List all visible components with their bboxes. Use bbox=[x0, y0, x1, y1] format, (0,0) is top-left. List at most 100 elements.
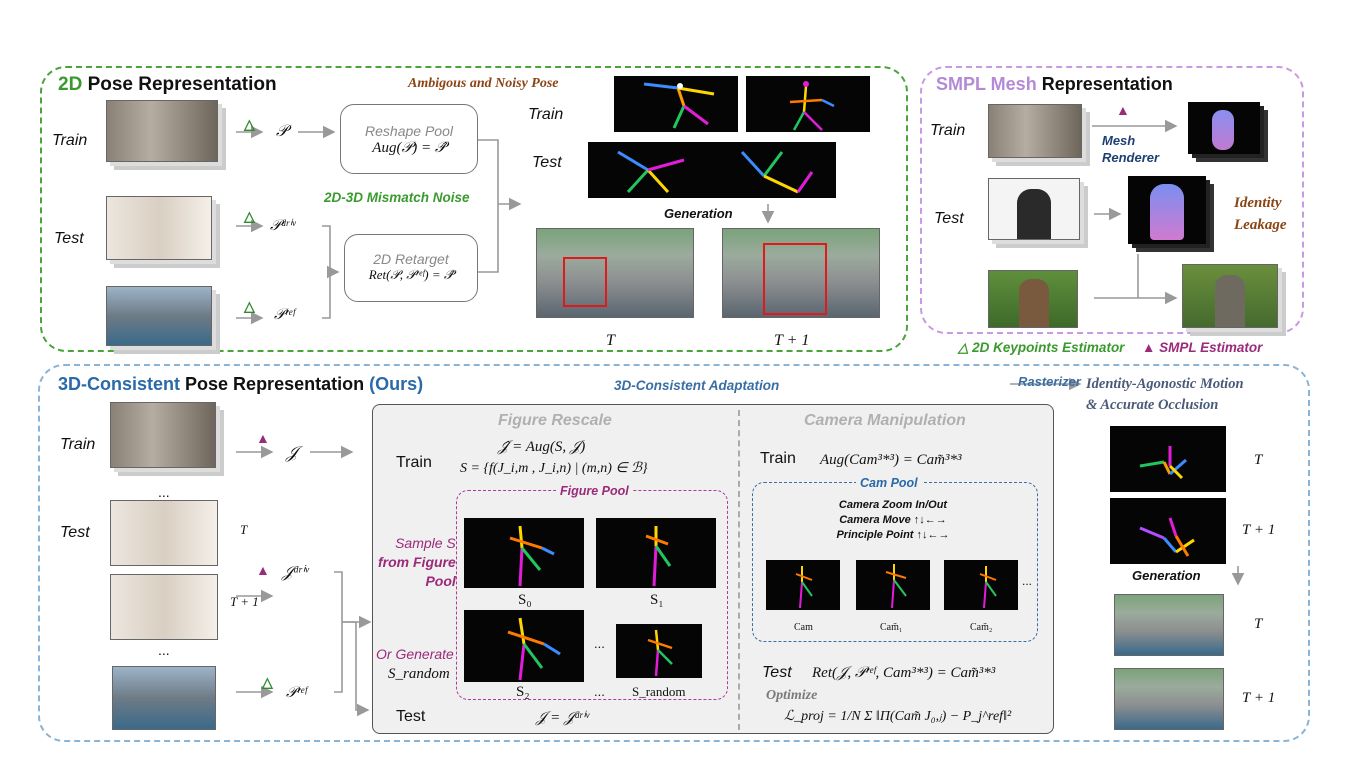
smpl-estimator-icon: ▲ bbox=[1116, 102, 1130, 118]
smpl-triangle-icon: ▲ bbox=[1142, 340, 1156, 355]
sample-line-3: Pool bbox=[425, 573, 456, 589]
occlusion-box bbox=[763, 243, 827, 315]
ellipsis-train: ... bbox=[158, 484, 170, 500]
t1-label-top: T + 1 bbox=[774, 332, 810, 349]
p-driv: 𝒫ᵈʳⁱᵛ bbox=[270, 218, 296, 234]
smpl-estimator-icon: ▲ bbox=[256, 562, 270, 578]
cam-render-0 bbox=[766, 560, 840, 610]
j-driv: 𝒥ᵈʳⁱᵛ bbox=[282, 564, 309, 581]
loss-formula: ℒ_proj = 1/N Σ ‖Π(Cam̃ J₀,ⱼ) − P_j^ref‖² bbox=[784, 709, 1012, 724]
principle-point: Principle Point ↑↓←→ bbox=[836, 529, 950, 541]
generated-frame-t bbox=[536, 228, 694, 318]
fr-test-formula: 𝒥 = 𝒥ᵈʳⁱᵛ bbox=[536, 710, 590, 726]
identity-agnostic-title: Identity-Agonostic Motion & Accurate Occ… bbox=[1086, 374, 1244, 416]
panel-smpl-mesh bbox=[920, 66, 1304, 334]
pose-skeleton bbox=[979, 566, 997, 609]
camera-manipulation-title: Camera Manipulation bbox=[804, 412, 966, 429]
mesh-renderer-label: Mesh Renderer bbox=[1102, 132, 1159, 166]
pose-skeleton bbox=[643, 82, 715, 129]
rasterizer-label: Rasterizer bbox=[1018, 374, 1081, 389]
title-ours-3d: (Ours) bbox=[369, 374, 424, 394]
cam1-label: Cam̃₁ bbox=[880, 622, 903, 633]
p-train: 𝒫 bbox=[276, 123, 288, 140]
figure-s2 bbox=[464, 610, 584, 682]
train-label-2d: Train bbox=[52, 132, 88, 149]
pose-skeleton bbox=[1139, 446, 1187, 480]
identity-agnostic-1: Identity-Agonostic Motion bbox=[1086, 376, 1244, 392]
p-ref-3d: 𝒫ʳᵉᶠ bbox=[286, 685, 307, 701]
rt-t1-label: T + 1 bbox=[1242, 522, 1276, 538]
fr-formula-2: S = {f(J_i,m , J_i,n) | (m,n) ∈ ℬ} bbox=[460, 461, 648, 476]
person-figure bbox=[1019, 279, 1049, 327]
keypoints-estimator-icon: △ bbox=[244, 298, 255, 314]
adaptation-label: 3D-Consistent Adaptation bbox=[614, 378, 780, 393]
train-pose-render-1 bbox=[614, 76, 738, 132]
result-frame-t bbox=[1114, 594, 1224, 656]
keypoints-estimator-icon: △ bbox=[244, 116, 255, 132]
figure-rescale-title: Figure Rescale bbox=[498, 412, 612, 429]
dots-mid: ... bbox=[594, 636, 605, 651]
test-photo-3d-t bbox=[110, 500, 218, 566]
sample-line-1: Sample S bbox=[395, 535, 456, 551]
cam-render-2 bbox=[944, 560, 1018, 610]
train-right-label: Train bbox=[528, 106, 564, 123]
pose-skeleton bbox=[795, 566, 813, 609]
pose-skeleton bbox=[617, 150, 685, 194]
cam-options: Camera Zoom In/Out Camera Move ↑↓←→ Prin… bbox=[808, 498, 978, 543]
srandom-label: S_random bbox=[632, 684, 686, 699]
or-generate-label: Or Generate bbox=[376, 646, 454, 662]
optimize-label: Optimize bbox=[766, 688, 818, 703]
pose-skeleton bbox=[507, 617, 561, 681]
identity-leakage-2: Leakage bbox=[1234, 217, 1287, 233]
title-rest-3d: Pose Representation bbox=[185, 374, 365, 394]
mesh-figure bbox=[1212, 110, 1234, 150]
pose-skeleton bbox=[645, 526, 672, 587]
title-rest-2d: Pose Representation bbox=[87, 74, 277, 95]
figure-s0 bbox=[464, 518, 584, 588]
title-accent-2d: 2D bbox=[58, 74, 83, 95]
smpl-train-photo bbox=[988, 104, 1082, 158]
figure-pool-label: Figure Pool bbox=[556, 484, 633, 498]
panel-3d-consistent bbox=[38, 364, 1310, 742]
smpl-ref-photo bbox=[988, 270, 1078, 328]
train-label-3d: Train bbox=[60, 436, 96, 453]
test-right-label: Test bbox=[532, 154, 562, 171]
test-label-2d: Test bbox=[54, 230, 84, 247]
person-figure bbox=[1215, 275, 1245, 327]
cam-dots: ... bbox=[1022, 574, 1033, 588]
s2-label: S₂ bbox=[516, 684, 530, 700]
panel-2d-title: 2D Pose Representation bbox=[58, 74, 277, 96]
test-pose-render-1 bbox=[588, 142, 712, 198]
reshape-formula: Aug(𝒫) = 𝒫̂ bbox=[372, 140, 446, 156]
rb-t1-label: T + 1 bbox=[1242, 690, 1276, 706]
train-label-smpl: Train bbox=[930, 122, 966, 139]
title-accent-3d: 3D-Consistent bbox=[58, 374, 181, 394]
j-train: 𝒥 bbox=[286, 443, 298, 462]
test-pose-render-2 bbox=[712, 142, 836, 198]
occlusion-box bbox=[563, 257, 607, 307]
fr-formula-1: 𝒥̂ = Aug(S, 𝒥) bbox=[498, 439, 586, 455]
s0-label: S₀ bbox=[518, 592, 532, 608]
fr-test-label: Test bbox=[396, 708, 426, 725]
pose-skeleton bbox=[740, 150, 814, 194]
test-photo-driv-2d bbox=[106, 196, 212, 260]
test-photo-3d-t1 bbox=[110, 574, 218, 640]
panel-2d-pose bbox=[40, 66, 908, 352]
legend-smpl: ▲ SMPL Estimator bbox=[1142, 340, 1262, 355]
rt-t-label: T bbox=[1254, 452, 1263, 468]
mismatch-noise-label: 2D-3D Mismatch Noise bbox=[324, 190, 470, 205]
keypoints-estimator-icon: △ bbox=[262, 674, 273, 690]
retarget-box: 2D Retarget Ret(𝒫, 𝒫ʳᵉᶠ) = 𝒫̂ bbox=[344, 234, 478, 302]
ambiguous-pose-label: Ambigous and Noisy Pose bbox=[408, 76, 559, 91]
reshape-pool-title: Reshape Pool bbox=[365, 123, 453, 139]
test-photo-ref-2d bbox=[106, 286, 212, 346]
cam-render-1 bbox=[856, 560, 930, 610]
retarget-title: 2D Retarget bbox=[373, 251, 449, 267]
figure-srandom bbox=[616, 624, 702, 678]
test-label-smpl: Test bbox=[934, 210, 964, 227]
cam-move: Camera Move ↑↓←→ bbox=[839, 514, 947, 526]
smpl-legend-text: SMPL Estimator bbox=[1159, 340, 1263, 355]
train-photo-3d bbox=[110, 402, 216, 468]
pose-skeleton bbox=[789, 81, 835, 131]
rasterized-pose-t1 bbox=[1110, 498, 1226, 564]
